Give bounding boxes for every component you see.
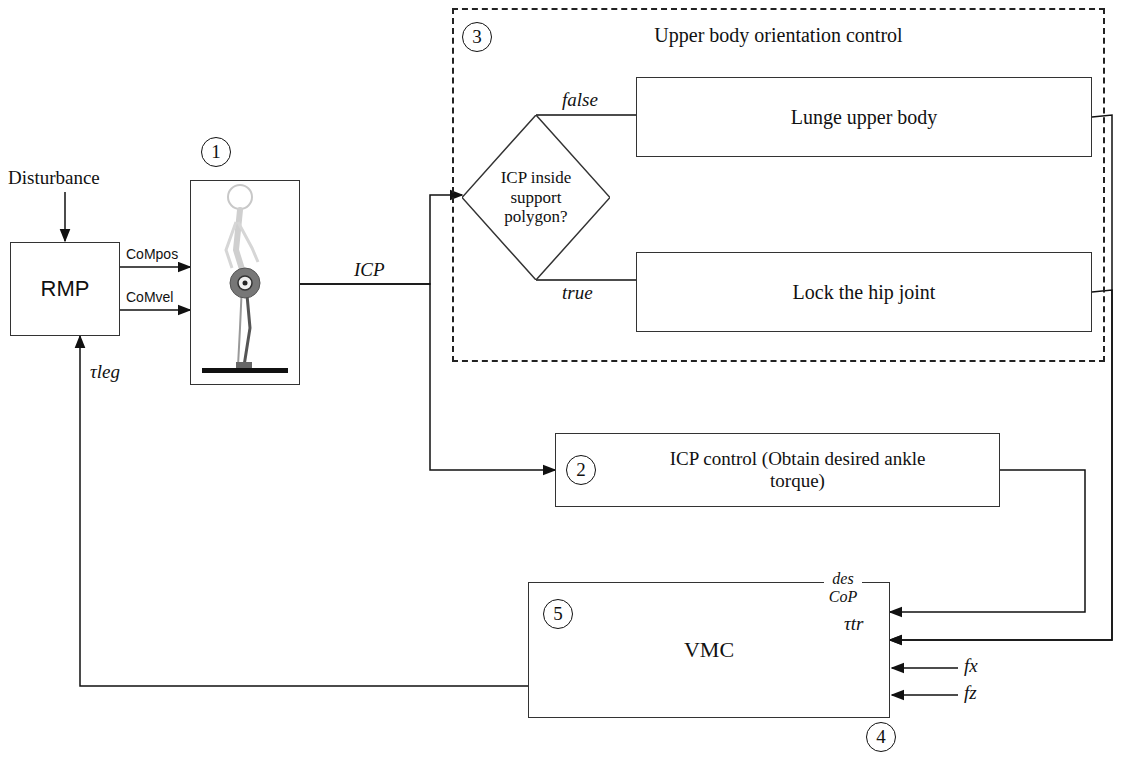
box-text: Lunge upper body	[791, 106, 938, 129]
signal-name: fz	[964, 683, 977, 704]
box-text: ICP inside support polygon?	[492, 168, 580, 227]
signal-name: fx	[964, 656, 978, 677]
edge-label: τtr	[842, 614, 865, 635]
callout-number: 4	[866, 722, 896, 752]
edge-label: CoMvel	[124, 290, 175, 305]
signal-connector	[300, 195, 462, 284]
disturbance-arrow	[64, 192, 66, 241]
decision-diamond: ICP inside support polygon?	[462, 115, 610, 280]
diamond-shape	[462, 115, 610, 280]
edge-label: τleg	[88, 362, 122, 383]
callout-number: 2	[566, 455, 596, 485]
force-arrow	[892, 694, 958, 696]
process-box: 2 ICP control (Obtain desired ankle torqu…	[555, 433, 1000, 507]
box-text: RMP	[41, 276, 90, 302]
signal-connector	[890, 115, 1112, 640]
signal-connector	[536, 279, 636, 281]
process-box: Lock the hip joint	[636, 252, 1092, 332]
box-text: ICP control (Obtain desired ankle torque…	[668, 448, 928, 492]
force-arrow	[892, 667, 958, 669]
edge-label: false	[560, 90, 600, 111]
signal-connector	[120, 309, 190, 311]
group-title: Upper body orientation control	[504, 24, 1053, 47]
robot-figure	[202, 185, 288, 373]
signal-connector	[300, 284, 555, 470]
edge-label: ICP	[352, 260, 387, 281]
edge-label: CoMpos	[124, 247, 180, 262]
callout-number: 3	[462, 22, 492, 52]
edge-label: true	[560, 283, 595, 304]
signal-connector	[536, 114, 636, 116]
signal-connector	[890, 470, 1085, 612]
process-box: Lunge upper body	[636, 77, 1092, 157]
box-text: Lock the hip joint	[793, 281, 936, 304]
edge-label: des CoP	[824, 570, 862, 605]
control-group: 3 Upper body orientation controlICP insid…	[452, 8, 1105, 362]
callout-number: 5	[543, 599, 573, 629]
box-text: VMC	[684, 637, 734, 663]
controller-box: RMP	[10, 242, 120, 336]
signal-connector	[120, 266, 190, 268]
signal-connector	[80, 336, 528, 686]
callout-number: 1	[201, 137, 231, 167]
input-label: Disturbance	[8, 168, 100, 189]
robot-box: 1	[190, 180, 300, 385]
